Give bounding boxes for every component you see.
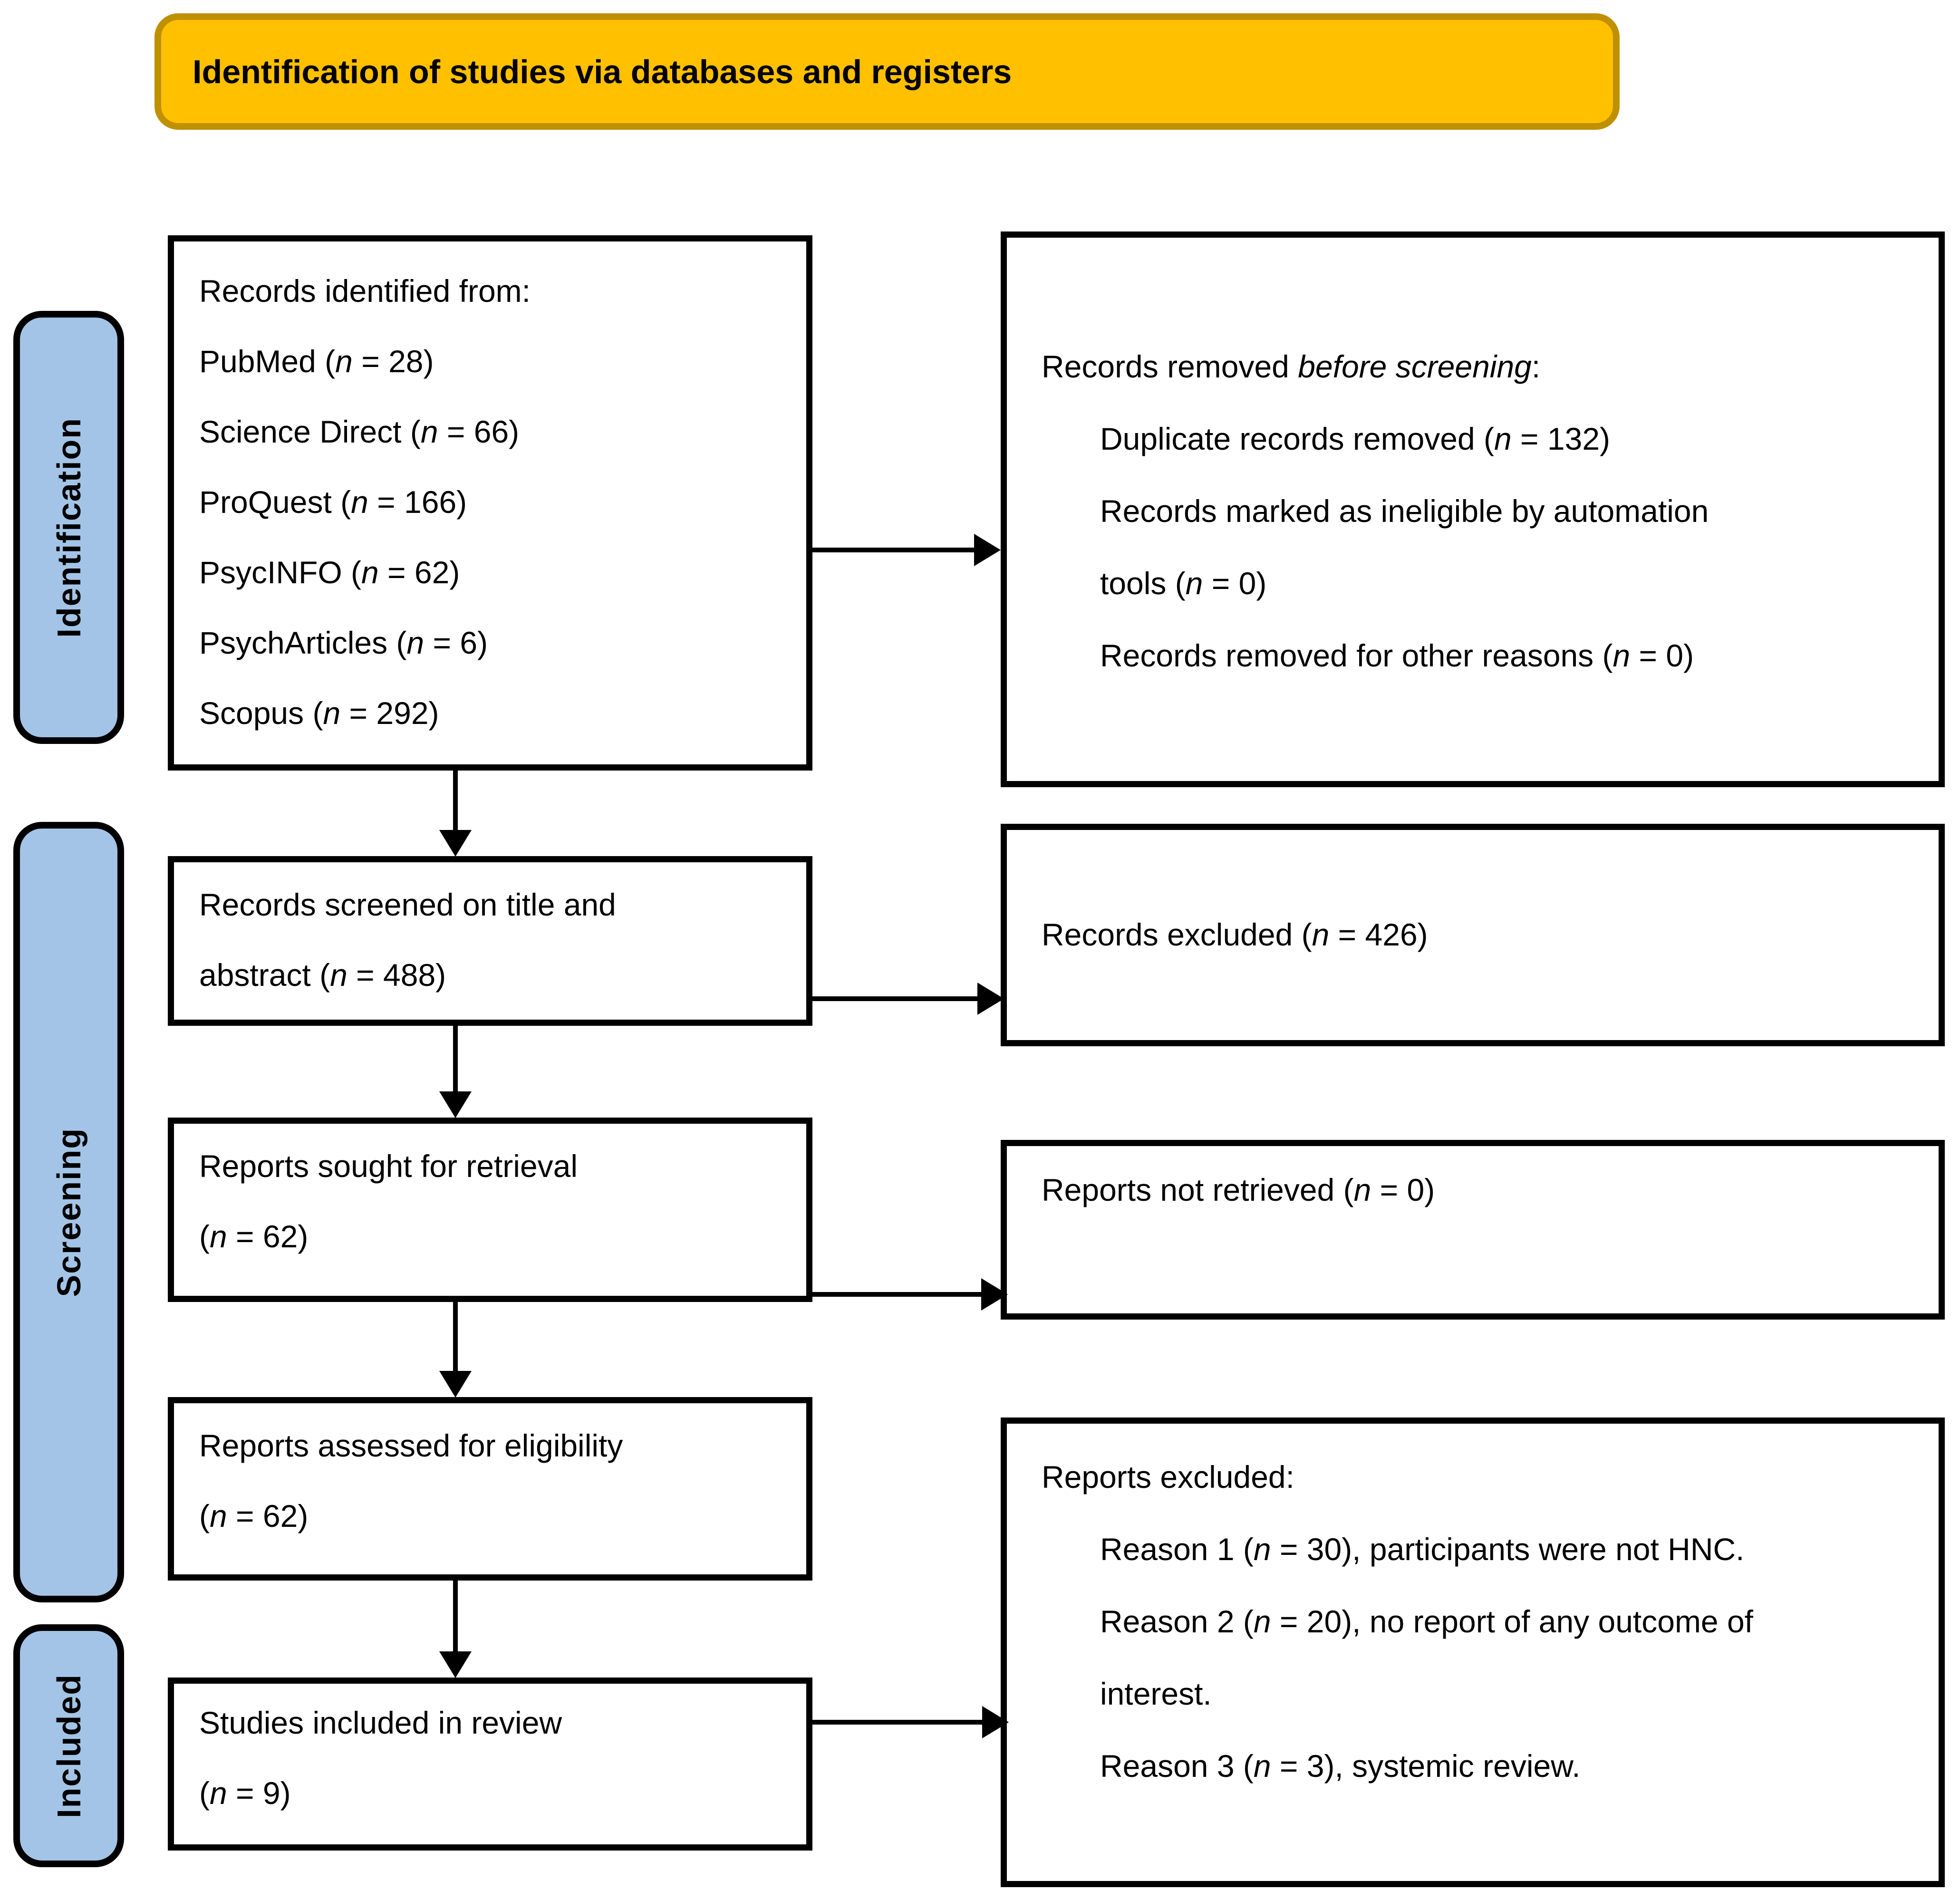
text-line: (n = 62) [199, 1219, 309, 1254]
stage-label-identification: Identification [13, 311, 124, 744]
arrowhead-right-icon [977, 983, 1004, 1015]
text-line: PubMed (n = 28) [199, 344, 434, 379]
box-studies-included: Studies included in review (n = 9) [168, 1678, 812, 1851]
title-banner: Identification of studies via databases … [154, 13, 1620, 130]
diagram-title: Identification of studies via databases … [193, 53, 1012, 90]
connector-assessed-to-included [453, 1580, 458, 1652]
text-line: Science Direct (n = 66) [199, 414, 520, 449]
box-records-excluded: Records excluded (n = 426) [1001, 824, 1945, 1046]
text-line: interest. [1100, 1676, 1212, 1711]
text-line: Records marked as ineligible by automati… [1100, 493, 1709, 529]
text-line: ProQuest (n = 166) [199, 484, 467, 520]
connector-identified-to-screened [453, 769, 458, 831]
text-line: Records removed before screening: [1042, 349, 1541, 384]
box-reports-not-retrieved: Reports not retrieved (n = 0) [1001, 1140, 1945, 1320]
text-line: PsycINFO (n = 62) [199, 555, 460, 590]
text-line: Reason 3 (n = 3), systemic review. [1100, 1748, 1581, 1784]
arrowhead-right-icon [982, 1706, 1009, 1738]
connector-included-to-reports-excluded [812, 1720, 983, 1725]
text-line: PsychArticles (n = 6) [199, 625, 488, 660]
text-line: Records excluded (n = 426) [1042, 917, 1428, 952]
arrowhead-down-icon [439, 1651, 472, 1678]
text-line: Records identified from: [199, 273, 531, 309]
text-line: Reports assessed for eligibility [199, 1428, 623, 1463]
stage-label-text: Identification [50, 417, 87, 638]
connector-sought-to-assessed [453, 1302, 458, 1372]
connector-screened-to-excluded [812, 996, 978, 1001]
text-line: (n = 62) [199, 1498, 309, 1533]
arrowhead-down-icon [439, 1091, 472, 1118]
text-line: Scopus (n = 292) [199, 695, 439, 731]
box-reports-sought: Reports sought for retrieval (n = 62) [168, 1118, 812, 1302]
text-line: Reports sought for retrieval [199, 1148, 578, 1184]
box-records-removed-before-screening: Records removed before screening: Duplica… [1001, 231, 1945, 787]
text-line: Reports excluded: [1042, 1459, 1294, 1495]
text-line: Reports not retrieved (n = 0) [1042, 1172, 1435, 1207]
text-line: tools (n = 0) [1100, 566, 1267, 601]
connector-sought-to-not-retrieved [812, 1292, 982, 1297]
text-line: Records screened on title and [199, 887, 616, 922]
stage-label-text: Screening [50, 1127, 87, 1297]
text-line: Reason 1 (n = 30), participants were not… [1100, 1532, 1745, 1567]
arrowhead-down-icon [439, 830, 472, 857]
connector-identified-to-removed [812, 548, 975, 552]
stage-label-included: Included [13, 1624, 124, 1867]
connector-screened-to-sought [453, 1025, 458, 1092]
stage-label-screening: Screening [13, 822, 124, 1602]
text-line: Records removed for other reasons (n = 0… [1100, 638, 1694, 673]
arrowhead-right-icon [974, 534, 1001, 566]
text-line: Reason 2 (n = 20), no report of any outc… [1100, 1604, 1754, 1639]
box-records-screened: Records screened on title and abstract (n… [168, 856, 812, 1026]
box-reports-assessed: Reports assessed for eligibility (n = 62) [168, 1397, 812, 1581]
text-line: Studies included in review [199, 1705, 562, 1740]
text-line: (n = 9) [199, 1775, 291, 1811]
text-line: abstract (n = 488) [199, 957, 446, 993]
stage-label-text: Included [50, 1673, 87, 1818]
arrowhead-down-icon [439, 1371, 472, 1398]
arrowhead-right-icon [981, 1278, 1008, 1311]
box-reports-excluded-reasons: Reports excluded: Reason 1 (n = 30), part… [1001, 1418, 1945, 1887]
text-line: Duplicate records removed (n = 132) [1100, 421, 1611, 456]
box-records-identified: Records identified from: PubMed (n = 28) S… [168, 235, 812, 771]
